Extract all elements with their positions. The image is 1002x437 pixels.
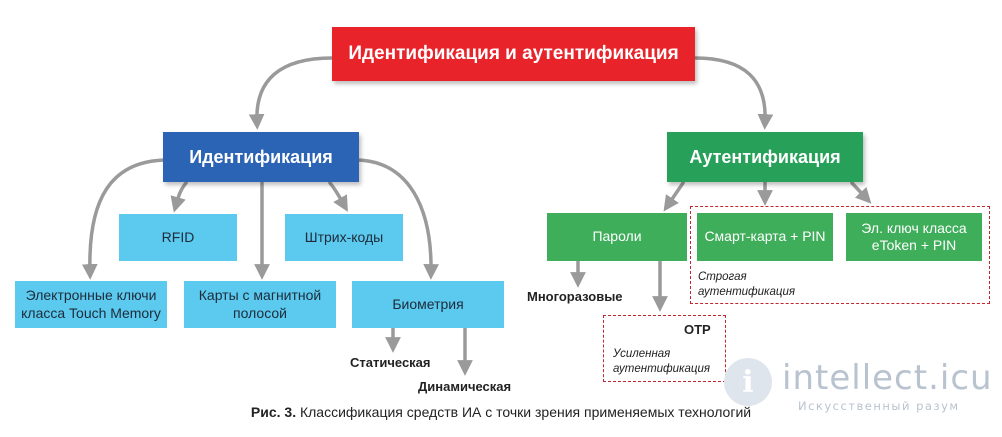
biometrics-node: Биометрия <box>352 281 504 328</box>
figure-caption: Рис. 3. Классификация средств ИА с точки… <box>0 404 1002 420</box>
root-node: Идентификация и аутентификация <box>332 27 695 81</box>
magnetic-cards-node: Карты с магнитной полосой <box>184 281 336 328</box>
smartcard-label: Смарт-карта + PIN <box>704 228 826 245</box>
arrow-id-touch-memory <box>81 158 170 280</box>
arrow-root-identification <box>248 56 334 130</box>
otp-label: OTP <box>684 322 711 337</box>
rfid-label: RFID <box>161 228 195 245</box>
smartcard-node: Смарт-карта + PIN <box>697 213 833 261</box>
watermark-logo: i <box>724 358 772 406</box>
passwords-node: Пароли <box>547 213 687 261</box>
biometrics-label: Биометрия <box>392 295 464 312</box>
caption-text: Классификация средств ИА с точки зрения … <box>299 404 752 420</box>
authentication-label: Аутентификация <box>689 146 841 167</box>
authentication-node: Аутентификация <box>667 132 863 182</box>
watermark-subtext: Искусственный разум <box>798 399 960 413</box>
enhanced-auth-frame <box>603 315 726 382</box>
arrow-id-barcodes <box>328 181 348 212</box>
watermark-logo-letter: i <box>742 364 754 400</box>
strong-auth-frame <box>690 206 990 304</box>
touch-memory-label: Электронные ключи класса Touch Memory <box>21 287 161 321</box>
arrow-auth-etoken <box>850 181 872 204</box>
magnetic-cards-label: Карты с магнитной полосой <box>198 287 322 321</box>
caption-prefix: Рис. 3. <box>250 404 297 420</box>
arrow-id-biometrics <box>353 158 439 280</box>
identification-label: Идентификация <box>189 146 333 167</box>
barcodes-node: Штрих-коды <box>285 214 403 261</box>
enhanced-auth-label: Усиленная аутентификация <box>613 348 710 375</box>
identification-node: Идентификация <box>163 132 359 182</box>
root-label: Идентификация и аутентификация <box>348 43 679 65</box>
strong-auth-label: Строгая аутентификация <box>698 271 795 298</box>
reusable-label: Многоразовые <box>527 289 623 304</box>
arrow-auth-passwords <box>663 181 685 212</box>
barcodes-label: Штрих-коды <box>304 228 384 245</box>
static-label: Статическая <box>350 355 431 370</box>
etoken-label: Эл. ключ класса eToken + PIN <box>861 219 967 254</box>
arrow-id-rfid <box>170 181 188 213</box>
rfid-node: RFID <box>119 214 237 261</box>
watermark-text: intellect.icu <box>782 358 993 398</box>
arrow-root-authentication <box>693 56 774 130</box>
passwords-label: Пароли <box>592 228 642 245</box>
etoken-node: Эл. ключ класса eToken + PIN <box>846 213 982 261</box>
touch-memory-node: Электронные ключи класса Touch Memory <box>15 281 167 328</box>
dynamic-label: Динамическая <box>418 379 512 394</box>
